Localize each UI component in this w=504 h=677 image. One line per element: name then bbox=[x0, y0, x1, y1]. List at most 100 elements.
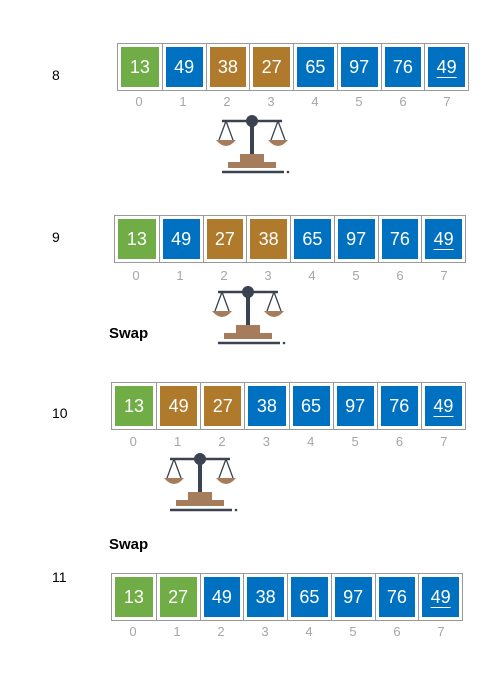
index-label: 7 bbox=[437, 624, 445, 639]
cell-value: 97 bbox=[340, 47, 378, 87]
cell-value-text: 65 bbox=[305, 56, 326, 77]
array-cell: 49 bbox=[424, 44, 468, 90]
step-number: 11 bbox=[52, 569, 67, 585]
index-label: 4 bbox=[311, 94, 319, 109]
index-label: 4 bbox=[308, 268, 316, 283]
array-cell: 49 bbox=[161, 44, 206, 90]
array-cell: 76 bbox=[377, 216, 422, 262]
balance-scale-icon bbox=[216, 115, 290, 174]
cell-value-text: 27 bbox=[214, 228, 235, 249]
cell-value: 97 bbox=[334, 577, 372, 617]
array-cell: 49 bbox=[420, 383, 465, 429]
array-cell: 13 bbox=[112, 574, 156, 620]
array-cell: 38 bbox=[243, 574, 287, 620]
cell-value-text: 49 bbox=[433, 228, 454, 249]
cell-value: 65 bbox=[294, 219, 331, 259]
cell-value-text: 65 bbox=[301, 395, 322, 416]
cell-value-text: 76 bbox=[386, 586, 407, 607]
swap-label: Swap bbox=[109, 536, 149, 553]
cell-value-text: 49 bbox=[211, 586, 232, 607]
cell-value: 49 bbox=[422, 577, 459, 617]
array-cell: 27 bbox=[200, 383, 244, 429]
index-label: 2 bbox=[218, 434, 226, 449]
array-cell: 13 bbox=[115, 216, 159, 262]
index-label: 3 bbox=[267, 94, 275, 109]
array-cell: 97 bbox=[330, 574, 375, 620]
cell-value: 49 bbox=[425, 219, 462, 259]
array-cell: 76 bbox=[374, 574, 419, 620]
index-label: 0 bbox=[135, 94, 143, 109]
cell-value-text: 13 bbox=[123, 586, 144, 607]
cell-value-text: 38 bbox=[256, 395, 277, 416]
cell-value-text: 38 bbox=[255, 586, 276, 607]
cell-value: 76 bbox=[384, 47, 422, 87]
cell-value-text: 65 bbox=[299, 586, 320, 607]
index-label: 1 bbox=[176, 268, 184, 283]
balance-scale-icon bbox=[212, 286, 286, 345]
cell-value: 97 bbox=[336, 386, 374, 426]
cell-value-text: 38 bbox=[217, 56, 238, 77]
cell-value-text: 27 bbox=[168, 586, 189, 607]
cell-value-text: 13 bbox=[124, 395, 145, 416]
array-cell: 27 bbox=[155, 574, 200, 620]
cell-value-text: 27 bbox=[212, 395, 233, 416]
cell-value: 38 bbox=[247, 577, 284, 617]
array-cell: 27 bbox=[249, 44, 293, 90]
array-cell: 38 bbox=[244, 383, 288, 429]
cell-value: 13 bbox=[115, 577, 153, 617]
cell-value-text: 38 bbox=[258, 228, 279, 249]
cell-value-text: 27 bbox=[261, 56, 282, 77]
index-label: 5 bbox=[351, 434, 359, 449]
array-cell: 49 bbox=[158, 216, 203, 262]
swap-label: Swap bbox=[109, 325, 149, 342]
index-label: 6 bbox=[395, 434, 404, 449]
index-label: 4 bbox=[305, 624, 313, 639]
index-label: 6 bbox=[399, 94, 407, 109]
cell-value-text: 97 bbox=[345, 395, 366, 416]
cell-value-text: 49 bbox=[168, 395, 189, 416]
cell-value: 97 bbox=[337, 219, 375, 259]
index-label: 2 bbox=[223, 94, 231, 109]
array-cell: 49 bbox=[199, 574, 244, 620]
array-cell: 65 bbox=[287, 574, 331, 620]
array-row: 13 27 49 38 65 97 76 49 bbox=[111, 573, 463, 621]
index-label: 6 bbox=[396, 268, 404, 283]
cell-value-text: 49 bbox=[430, 586, 451, 607]
cell-value: 13 bbox=[115, 386, 154, 426]
cell-value-text: 76 bbox=[392, 56, 413, 77]
index-label: 1 bbox=[179, 94, 187, 109]
array-cell: 97 bbox=[332, 383, 377, 429]
cell-value: 49 bbox=[165, 47, 203, 87]
cell-value: 27 bbox=[206, 219, 244, 259]
cell-value: 13 bbox=[121, 47, 159, 87]
cell-value-text: 49 bbox=[433, 395, 454, 416]
cell-value-text: 65 bbox=[302, 228, 323, 249]
cell-value-text: 13 bbox=[129, 56, 150, 77]
cell-value: 38 bbox=[209, 47, 247, 87]
index-label: 7 bbox=[440, 268, 448, 283]
array-cell: 38 bbox=[246, 216, 290, 262]
step-number: 9 bbox=[52, 229, 60, 245]
cell-value: 49 bbox=[160, 386, 198, 426]
index-label: 7 bbox=[443, 94, 451, 109]
array-cell: 49 bbox=[418, 574, 462, 620]
index-label: 3 bbox=[261, 624, 269, 639]
cell-value: 65 bbox=[291, 577, 328, 617]
array-cell: 65 bbox=[290, 216, 334, 262]
cell-value-text: 97 bbox=[343, 586, 364, 607]
balance-scale-icon bbox=[164, 453, 238, 512]
cell-value-text: 13 bbox=[126, 228, 147, 249]
array-row: 13 49 38 27 65 97 76 49 bbox=[117, 43, 469, 91]
array-cell: 13 bbox=[112, 383, 156, 429]
cell-value: 65 bbox=[297, 47, 334, 87]
step-number: 8 bbox=[52, 67, 60, 83]
cell-value: 76 bbox=[381, 219, 419, 259]
step-number: 10 bbox=[52, 405, 68, 421]
cell-value: 76 bbox=[378, 577, 416, 617]
index-label: 3 bbox=[264, 268, 272, 283]
cell-value: 49 bbox=[428, 47, 465, 87]
array-cell: 97 bbox=[333, 216, 378, 262]
index-label: 4 bbox=[307, 434, 315, 449]
index-label: 2 bbox=[220, 268, 228, 283]
